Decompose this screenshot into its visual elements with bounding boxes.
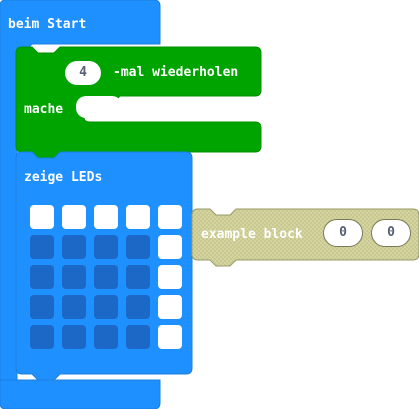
example-arg2-input[interactable]: 0: [371, 219, 411, 247]
example-block-label: example block: [201, 227, 303, 242]
led-cell[interactable]: [62, 295, 86, 319]
led-cell[interactable]: [158, 295, 182, 319]
led-cell[interactable]: [62, 265, 86, 289]
repeat-count-input[interactable]: 4: [65, 61, 101, 85]
led-cell[interactable]: [30, 235, 54, 259]
led-cell[interactable]: [94, 295, 118, 319]
example-block-shape[interactable]: [191, 208, 419, 267]
led-cell[interactable]: [62, 205, 86, 229]
led-cell[interactable]: [126, 205, 150, 229]
led-cell[interactable]: [126, 295, 150, 319]
show-leds-label: zeige LEDs: [24, 170, 103, 185]
led-cell[interactable]: [30, 325, 54, 349]
do-label: mache: [24, 102, 64, 117]
led-cell[interactable]: [94, 235, 118, 259]
led-cell[interactable]: [158, 205, 182, 229]
led-cell[interactable]: [158, 235, 182, 259]
led-cell[interactable]: [126, 265, 150, 289]
led-cell[interactable]: [30, 205, 54, 229]
on-start-label: beim Start: [8, 17, 87, 32]
do-socket[interactable]: [76, 96, 122, 118]
led-cell[interactable]: [158, 325, 182, 349]
led-cell[interactable]: [94, 265, 118, 289]
repeat-label: -mal wiederholen: [113, 65, 239, 80]
led-cell[interactable]: [126, 325, 150, 349]
led-cell[interactable]: [94, 205, 118, 229]
led-cell[interactable]: [62, 235, 86, 259]
led-cell[interactable]: [126, 235, 150, 259]
led-cell[interactable]: [62, 325, 86, 349]
led-cell[interactable]: [94, 325, 118, 349]
example-arg1-input[interactable]: 0: [323, 219, 363, 247]
led-cell[interactable]: [30, 265, 54, 289]
led-cell[interactable]: [158, 265, 182, 289]
on-start-block-footer[interactable]: [0, 379, 161, 409]
led-cell[interactable]: [30, 295, 54, 319]
